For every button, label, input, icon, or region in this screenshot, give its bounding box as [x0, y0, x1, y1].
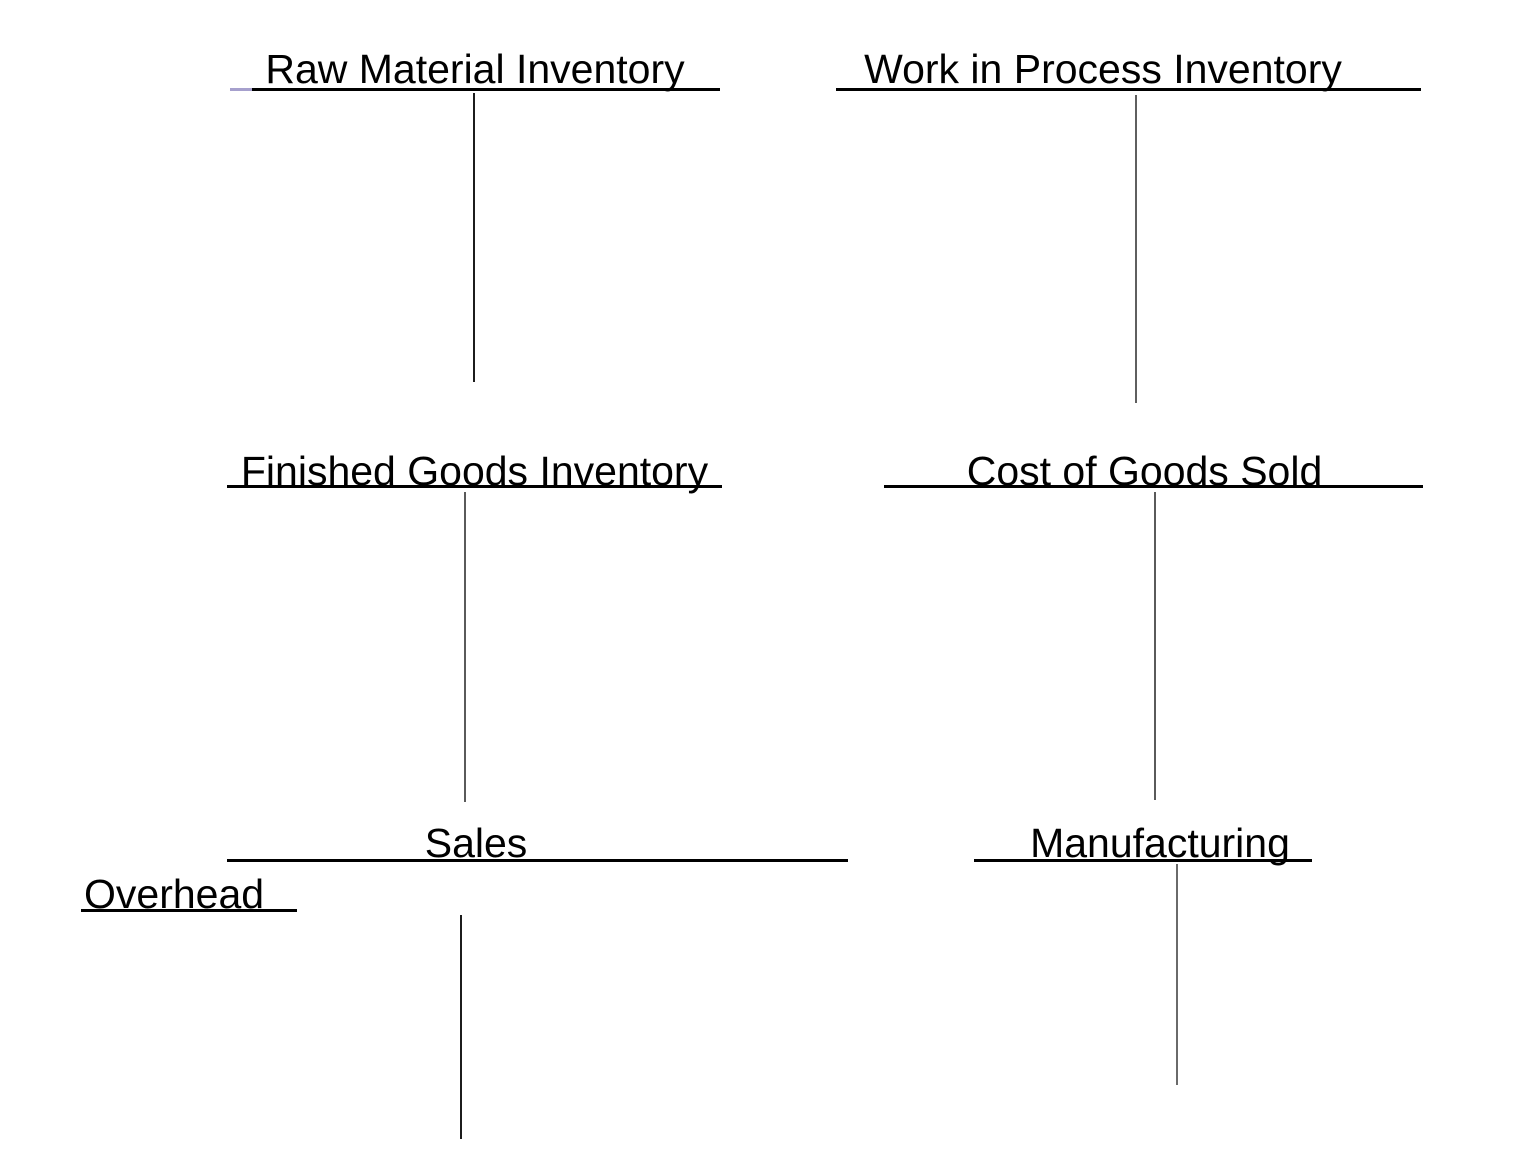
revision-tick-purple	[230, 88, 253, 91]
account-title-manufacturing: Manufacturing	[1030, 820, 1290, 866]
t-account-top-rule	[836, 88, 1421, 91]
t-account-center-divider	[464, 492, 466, 802]
t-account-center-divider	[460, 915, 462, 1139]
account-title-work-in-process-inventory: Work in Process Inventory	[864, 46, 1342, 92]
t-account-center-divider	[473, 93, 475, 382]
account-title-finished-goods-inventory: Finished Goods Inventory	[240, 448, 709, 494]
t-account-top-rule	[884, 485, 1423, 488]
account-title-cost-of-goods-sold: Cost of Goods Sold	[966, 448, 1323, 494]
wrapped-title-underline	[81, 909, 297, 912]
t-account-top-rule	[252, 88, 720, 91]
t-account-center-divider	[1135, 95, 1137, 403]
account-title-overhead-wrapped: Overhead	[84, 871, 265, 917]
t-account-center-divider	[1176, 864, 1178, 1085]
account-title-sales: Sales	[424, 820, 528, 866]
t-account-top-rule	[974, 859, 1312, 862]
t-account-top-rule	[227, 485, 722, 488]
t-account-top-rule	[227, 859, 848, 862]
account-title-raw-material-inventory: Raw Material Inventory	[265, 46, 685, 92]
t-account-center-divider	[1154, 492, 1156, 800]
